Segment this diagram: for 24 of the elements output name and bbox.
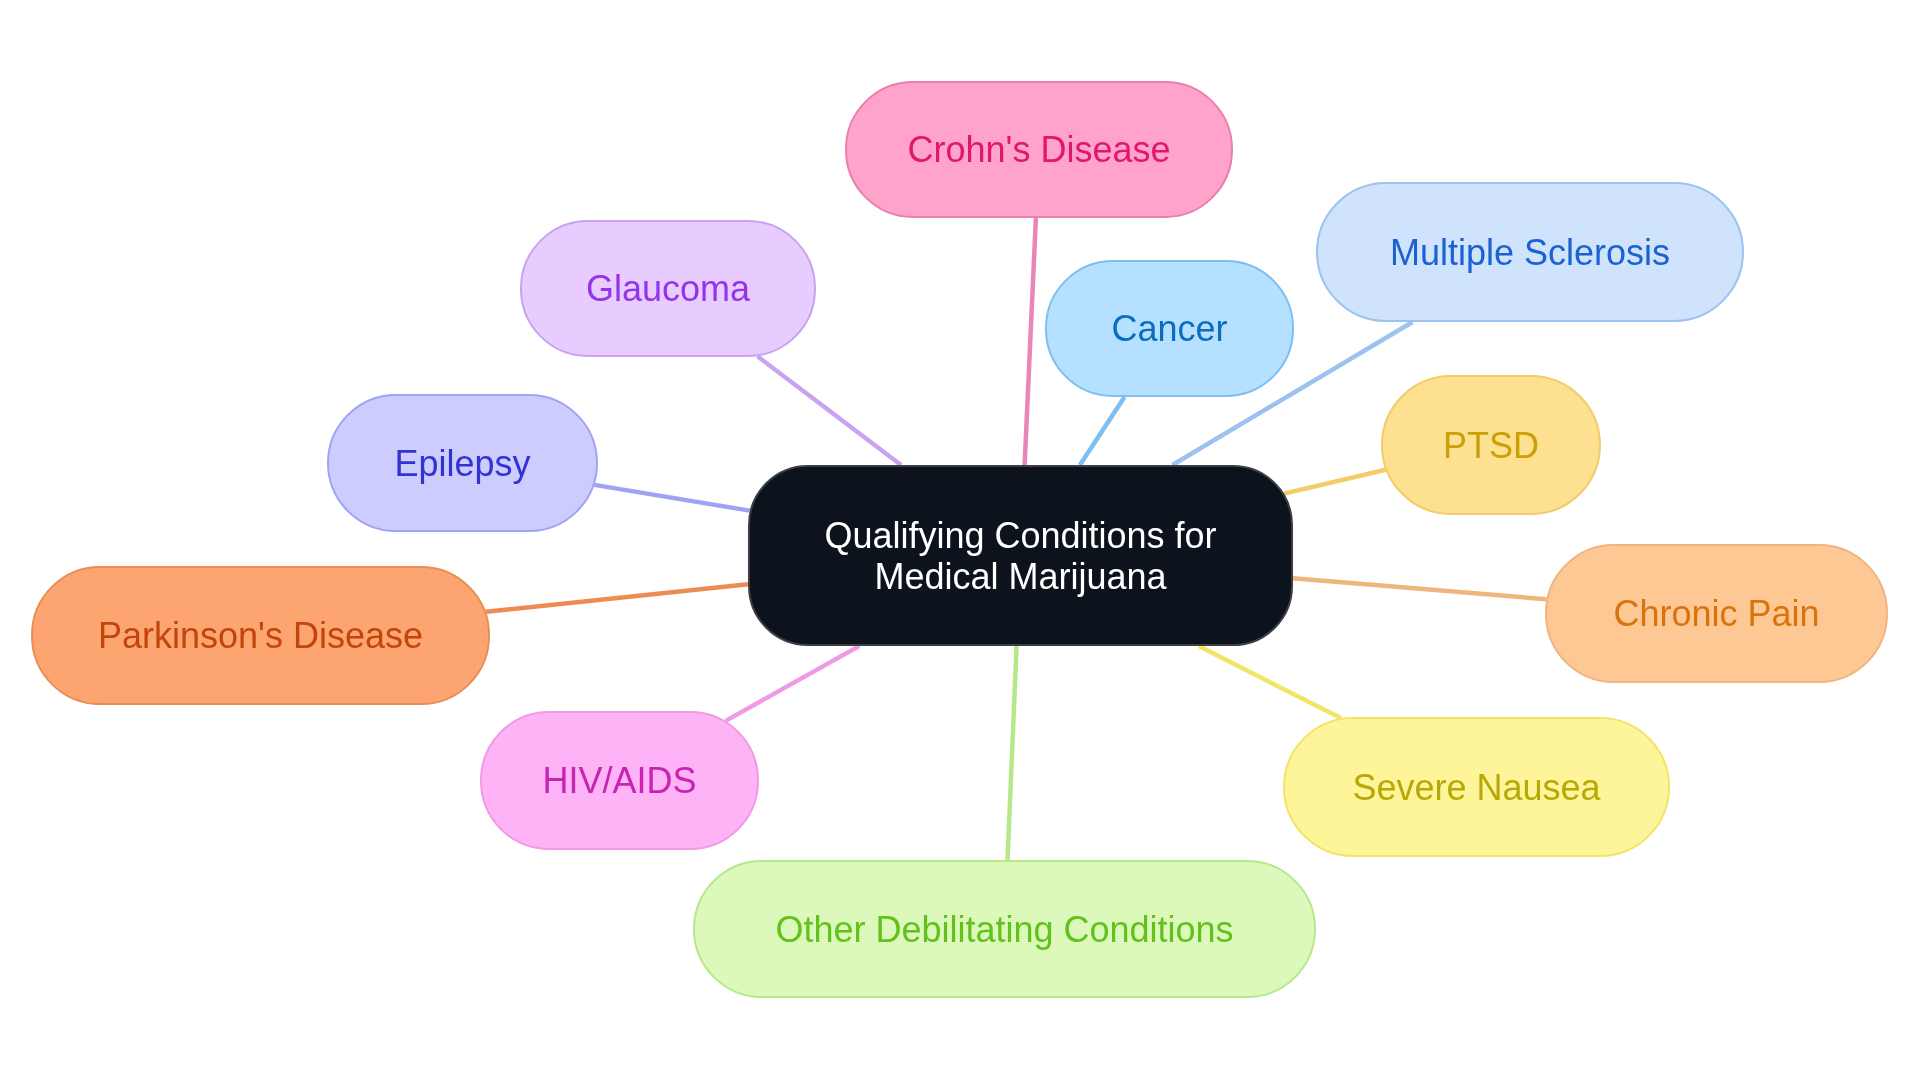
node-label: Epilepsy	[394, 442, 531, 484]
connector-line	[485, 581, 749, 615]
central-topic-box	[748, 465, 1293, 646]
node-label: Parkinson's Disease	[98, 615, 423, 656]
node-label: HIV/AIDS	[542, 760, 697, 801]
connector-line	[594, 482, 751, 513]
connector-line	[756, 354, 903, 467]
connector-line	[1283, 467, 1386, 496]
connector-line	[1197, 644, 1342, 721]
node-label: Glaucoma	[585, 268, 751, 309]
connector-line	[1171, 320, 1414, 467]
connector-line	[1005, 645, 1019, 861]
connector-line	[1292, 575, 1547, 602]
node-label: Severe Nausea	[1352, 766, 1601, 808]
connector-line	[1078, 395, 1127, 467]
node-label: Chronic Pain	[1613, 593, 1820, 634]
node-label: Crohn's Disease	[907, 129, 1171, 170]
node-label: Cancer	[1111, 308, 1228, 349]
node-label: PTSD	[1443, 424, 1539, 466]
node-label: Multiple Sclerosis	[1389, 231, 1671, 273]
node-label: Other Debilitating Conditions	[775, 908, 1234, 950]
node-label: Qualifying Conditions for Medical Marijuana	[823, 514, 1218, 597]
connector-line	[724, 644, 861, 723]
connector-line	[1022, 217, 1039, 466]
